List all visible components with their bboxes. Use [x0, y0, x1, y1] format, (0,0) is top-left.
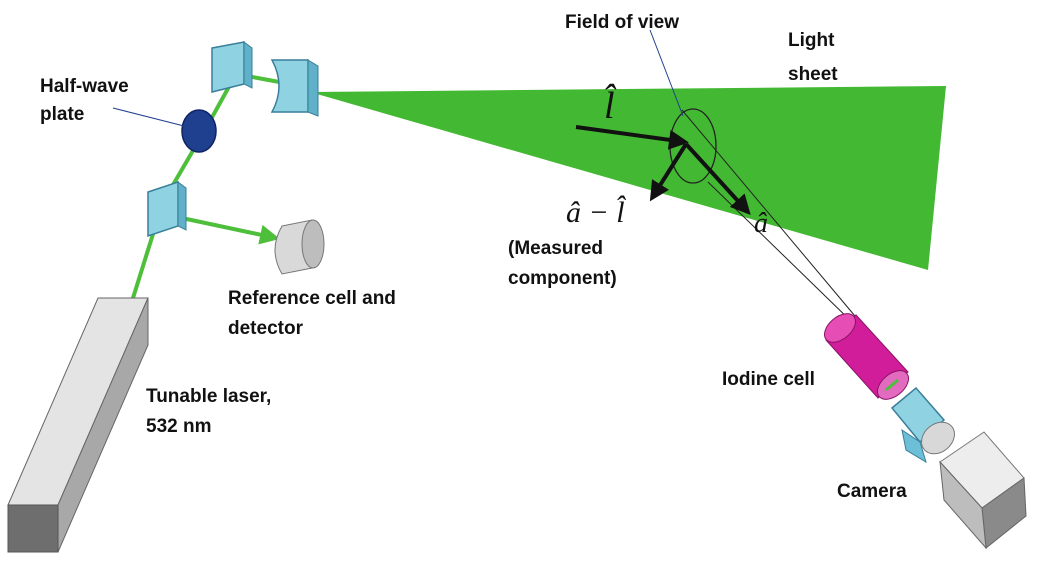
half-wave-plate-label: Half-wave plate	[40, 76, 134, 125]
laser-beam-path	[131, 72, 291, 299]
half-wave-plate-leader	[112, 107, 185, 127]
a-hat-symbol: â	[754, 208, 768, 239]
reference-detector	[274, 219, 325, 275]
iodine-cell	[824, 313, 909, 400]
half-wave-plate	[181, 109, 217, 153]
a-minus-l-vector	[649, 142, 688, 202]
cylindrical-lens	[270, 59, 319, 117]
tunable-laser-label: Tunable laser, 532 nm	[146, 386, 277, 437]
l-hat-symbol: l̂	[604, 83, 617, 127]
field-of-view-label: Field of view	[565, 12, 679, 33]
reference-cell-label: Reference cell and detector	[228, 288, 401, 339]
mirror-top	[211, 41, 253, 93]
vector-arrows	[575, 125, 751, 215]
a-hat-vector	[684, 142, 751, 215]
measured-component-label: (Measured component)	[508, 238, 617, 289]
iodine-cell-label: Iodine cell	[722, 369, 815, 390]
camera	[890, 386, 1027, 550]
tunable-laser-body	[7, 297, 149, 553]
mirror-bottom	[147, 180, 187, 238]
light-sheet-label: Light sheet	[788, 30, 840, 85]
l-hat-vector	[575, 125, 689, 150]
camera-label: Camera	[837, 481, 907, 502]
light-sheet	[310, 86, 946, 270]
a-minus-l-symbol: â − l̂	[566, 195, 627, 229]
